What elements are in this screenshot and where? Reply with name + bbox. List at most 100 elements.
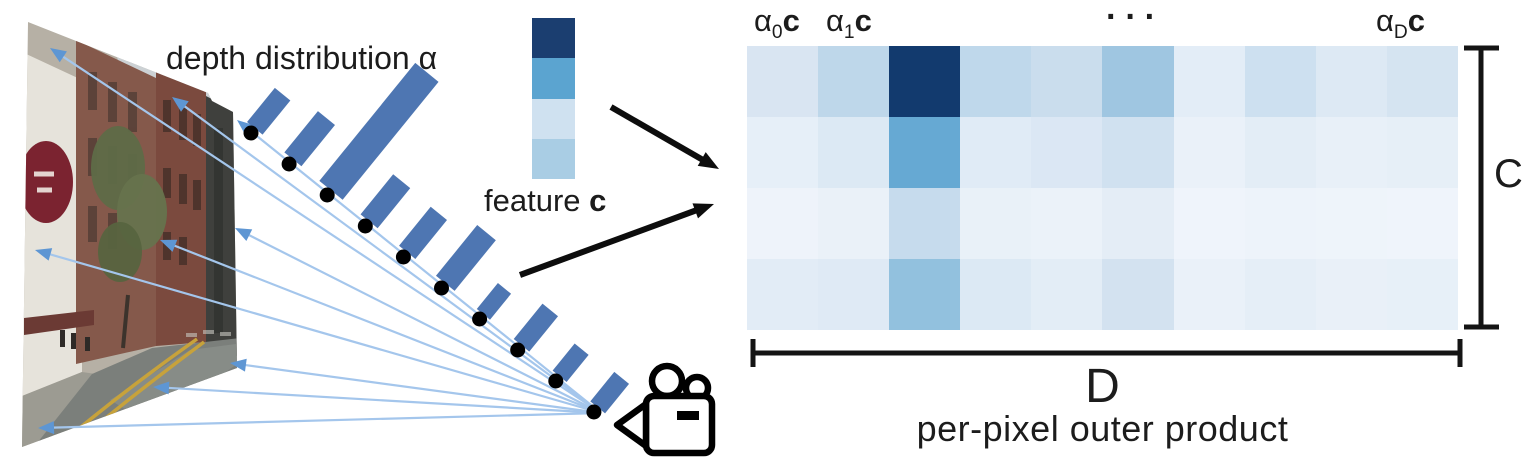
heatmap-cell: [1315, 46, 1387, 117]
feature-label-text: feature: [484, 183, 590, 218]
camera-body-icon: [642, 392, 716, 457]
depth-bar: [319, 62, 439, 200]
heatmap-cell: [960, 46, 1032, 117]
ray-sample-dot: [319, 187, 335, 203]
camera-lens-icon: [613, 400, 650, 450]
heatmap-cell: [1386, 259, 1458, 330]
camera-image: [22, 22, 237, 447]
ray-arrowhead-icon: [230, 358, 247, 372]
camera-ray: [243, 231, 602, 414]
heatmap-cell: [1386, 46, 1458, 117]
depth-bar: [435, 225, 496, 291]
camera-ray: [57, 52, 602, 414]
c-dimension-label: C: [1494, 152, 1523, 196]
heatmap-cell: [818, 46, 890, 117]
heatmap-cell: [889, 46, 961, 117]
heatmap-cell: [747, 259, 819, 330]
heatmap-cell: [818, 117, 890, 188]
ray-sample-dot: [586, 404, 602, 420]
ray-sample-dot: [281, 156, 297, 172]
heatmap-cell: [1315, 188, 1387, 259]
heatmap-cell: [1244, 259, 1316, 330]
heatmap-cell: [747, 188, 819, 259]
ray-arrowhead-icon: [38, 421, 55, 435]
heatmap-cell: [1244, 117, 1316, 188]
arrow-bottom: [518, 207, 699, 278]
d-dimension-label: D: [1085, 360, 1120, 413]
ray-sample-dot: [434, 280, 449, 296]
pedestrians: [60, 330, 90, 351]
camera-dash-icon: [677, 411, 699, 420]
sidewalk: [22, 372, 96, 447]
heatmap-cell: [889, 259, 961, 330]
ray-sample-dot: [357, 218, 373, 234]
camera-rays: [35, 48, 602, 435]
ray-arrowhead-icon: [160, 239, 178, 252]
feature-label: feature c: [484, 183, 607, 218]
ray-sample-dot: [548, 373, 564, 389]
awning: [24, 310, 94, 335]
depth-bar: [399, 206, 447, 259]
ray-arrowhead-icon: [50, 48, 67, 63]
ray-arrowhead-icon: [35, 248, 53, 261]
camera-icon: [613, 362, 716, 457]
arrow-top: [609, 104, 705, 163]
feature-cell: [532, 138, 575, 179]
heatmap-cell: [1386, 117, 1458, 188]
heatmap-col-label-D: αDc: [1376, 3, 1426, 44]
outer-product-arrows: [518, 104, 719, 278]
depth-bar: [552, 343, 589, 383]
heatmap-cell: [747, 117, 819, 188]
ray-sample-dots: [243, 125, 602, 420]
heatmap-col-label-1: α1c: [826, 3, 872, 44]
heatmap-cell: [889, 188, 961, 259]
feature-cell: [532, 18, 575, 59]
heatmap-cell: [960, 117, 1032, 188]
heatmap-cell: [1244, 46, 1316, 117]
oval-sign: [22, 141, 73, 223]
d-bracket: [750, 339, 1463, 367]
ray-arrowhead-icon: [235, 228, 253, 242]
c-bracket: [1464, 45, 1499, 330]
camera-ray: [44, 251, 602, 415]
outer-product-heatmap: [747, 46, 1458, 330]
heatmap-cell: [1386, 188, 1458, 259]
heatmap-cell: [747, 46, 819, 117]
heatmap-cell: [1173, 259, 1245, 330]
heatmap-cell: [818, 188, 890, 259]
feature-label-symbol: c: [589, 183, 607, 218]
depth-bar: [513, 303, 559, 352]
camera-ray: [239, 363, 602, 415]
heatmap-cell: [960, 188, 1032, 259]
depth-bar: [247, 87, 291, 135]
heatmap-cell: [1102, 188, 1174, 259]
heatmap-cell: [889, 117, 961, 188]
heatmap-cell: [1173, 117, 1245, 188]
heatmap-col-ellipsis: ···: [1106, 0, 1164, 36]
camera-ray: [244, 125, 602, 414]
ray-arrowhead-icon: [153, 381, 170, 395]
depth-bar: [360, 174, 411, 229]
heatmap-cell: [1244, 188, 1316, 259]
heatmap-cell: [818, 259, 890, 330]
camera-ray: [47, 411, 602, 429]
feature-cell: [532, 58, 575, 99]
depth-bar: [476, 283, 512, 320]
depth-bar: [590, 371, 630, 414]
feature-cell: [532, 98, 575, 139]
camera-ray: [179, 102, 602, 414]
heatmap-cell: [1031, 259, 1103, 330]
heatmap-cell: [1315, 117, 1387, 188]
heatmap-cell: [1031, 117, 1103, 188]
heatmap-cell: [1102, 117, 1174, 188]
ray-arrowhead-icon: [172, 97, 189, 112]
feature-vector: [532, 18, 575, 179]
heatmap-cell: [1173, 46, 1245, 117]
caption: per-pixel outer product: [916, 408, 1289, 449]
heatmap-cell: [1173, 188, 1245, 259]
heatmap-cell: [1031, 188, 1103, 259]
ray-sample-dot: [510, 342, 526, 358]
heatmap-col-label-0: α0c: [754, 3, 800, 44]
camera-ray: [162, 386, 602, 415]
